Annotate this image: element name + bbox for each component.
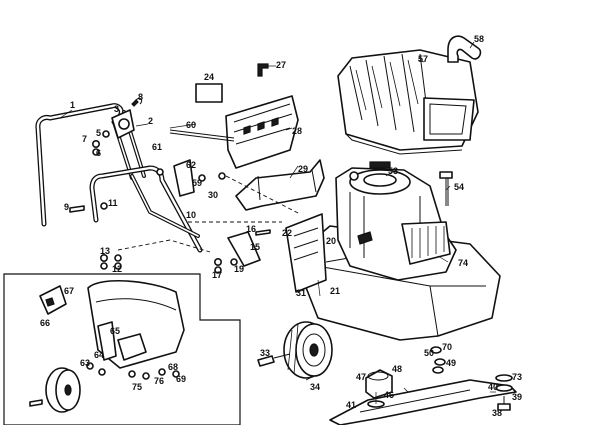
inset-detail <box>3 273 241 425</box>
callout-68: 68 <box>168 362 178 372</box>
lower-handle <box>89 165 203 253</box>
callout-38: 38 <box>492 408 502 418</box>
callout-34: 34 <box>310 382 320 392</box>
callout-33: 33 <box>260 348 270 358</box>
grass-catcher <box>337 49 479 155</box>
callout-39: 39 <box>512 392 522 402</box>
callout-2: 2 <box>148 116 153 126</box>
side-washers <box>430 346 513 411</box>
callout-53: 53 <box>388 166 398 176</box>
blade <box>329 379 517 425</box>
callout-3: 3 <box>114 104 119 114</box>
bracket <box>235 159 325 211</box>
callout-17: 17 <box>212 270 222 280</box>
callout-50: 50 <box>424 348 434 358</box>
cable-clamp <box>173 159 261 267</box>
callout-40: 40 <box>488 382 498 392</box>
callout-15: 15 <box>250 242 260 252</box>
label-plate <box>195 83 223 103</box>
callout-7: 7 <box>82 134 87 144</box>
callout-1: 1 <box>70 100 75 110</box>
callout-57: 57 <box>418 54 428 64</box>
handle-control <box>111 97 143 139</box>
rear-wheel <box>283 321 333 379</box>
rear-flap <box>285 213 327 293</box>
wheel-bolt <box>257 353 291 367</box>
callout-65: 65 <box>110 326 120 336</box>
callout-9: 9 <box>64 202 69 212</box>
rear-cover <box>225 95 299 169</box>
rod <box>169 129 235 139</box>
callout-12: 12 <box>112 264 122 274</box>
callout-66: 66 <box>40 318 50 328</box>
bolt-54 <box>439 171 453 206</box>
callout-69: 69 <box>176 374 186 384</box>
callout-6: 6 <box>96 148 101 158</box>
callout-76: 76 <box>154 376 164 386</box>
callout-16: 16 <box>246 224 256 234</box>
callout-67: 67 <box>64 286 74 296</box>
callout-24: 24 <box>204 72 214 82</box>
callout-49: 49 <box>446 358 456 368</box>
callout-29: 29 <box>298 164 308 174</box>
callout-47: 47 <box>356 372 366 382</box>
callout-19: 19 <box>234 264 244 274</box>
leader-lines <box>59 41 496 404</box>
callout-48: 48 <box>392 364 402 374</box>
callout-74: 74 <box>458 258 468 268</box>
callout-59: 59 <box>192 178 202 188</box>
callout-13: 13 <box>100 246 110 256</box>
callout-5: 5 <box>96 128 101 138</box>
callout-31: 31 <box>296 288 306 298</box>
callout-73: 73 <box>512 372 522 382</box>
callout-41: 41 <box>346 400 356 410</box>
callout-62: 62 <box>186 160 196 170</box>
engine <box>335 161 457 281</box>
callout-10: 10 <box>186 210 196 220</box>
clip <box>257 63 269 77</box>
callout-75: 75 <box>132 382 142 392</box>
callout-63: 63 <box>80 358 90 368</box>
callout-46: 46 <box>384 390 394 400</box>
callout-20: 20 <box>326 236 336 246</box>
callout-60: 60 <box>186 120 196 130</box>
catcher-handle <box>447 35 482 63</box>
callout-8: 8 <box>138 92 143 102</box>
callout-58: 58 <box>474 34 484 44</box>
callout-61: 61 <box>152 142 162 152</box>
callout-22: 22 <box>282 228 292 238</box>
callout-54: 54 <box>454 182 464 192</box>
callout-21: 21 <box>330 286 340 296</box>
callout-11: 11 <box>108 198 118 208</box>
callout-28: 28 <box>292 126 302 136</box>
callout-64: 64 <box>94 350 104 360</box>
callout-27: 27 <box>276 60 286 70</box>
callout-30: 30 <box>208 190 218 200</box>
callout-70: 70 <box>442 342 452 352</box>
